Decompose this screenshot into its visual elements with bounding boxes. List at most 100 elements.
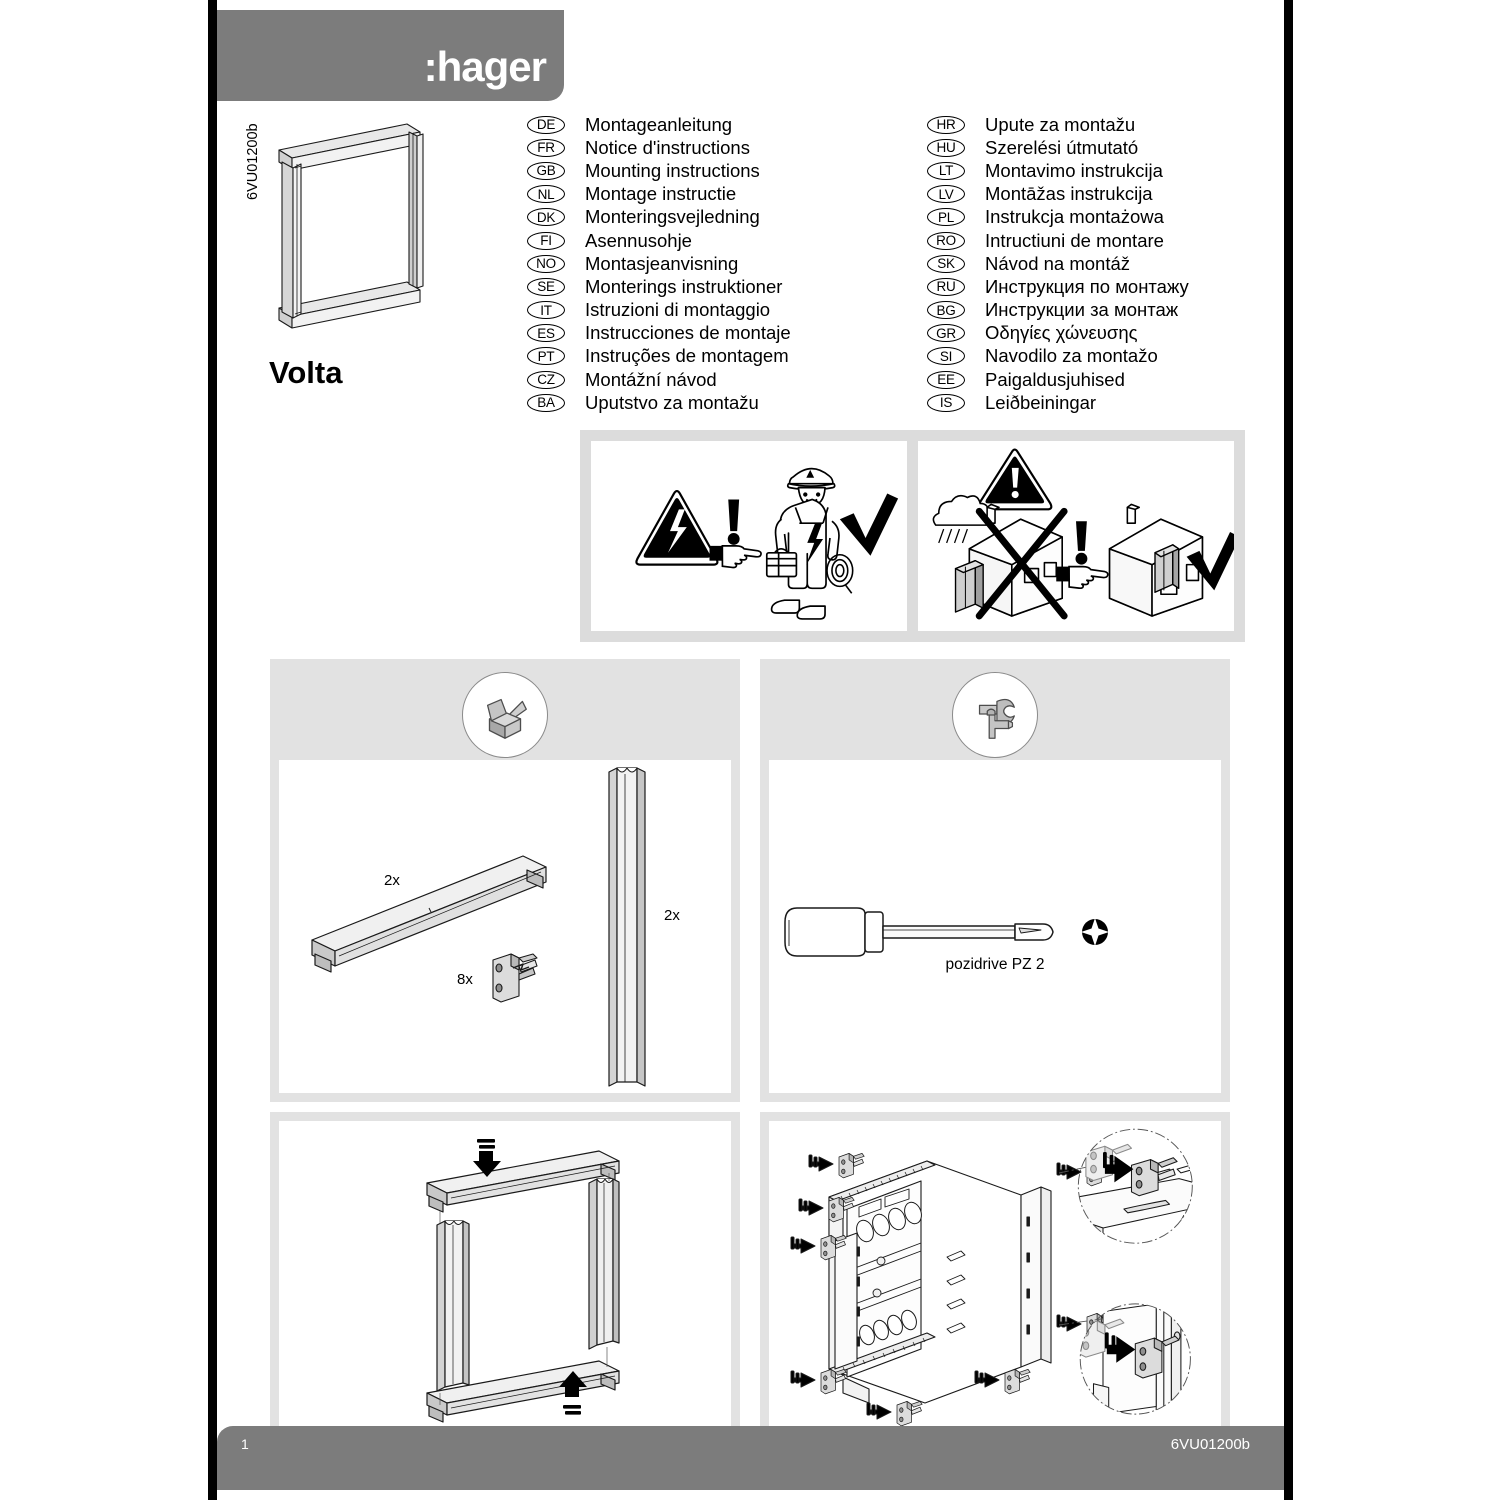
language-row: RO Intructiuni de montare (927, 229, 1189, 252)
electrician-figure-icon (765, 467, 854, 620)
pointing-hand-icon (709, 545, 762, 569)
language-label: Istruzioni di montaggio (585, 299, 771, 321)
language-row: DK Monteringsvejledning (527, 206, 791, 229)
language-code-badge: BG (927, 301, 965, 320)
insert-arrow (808, 1154, 834, 1172)
footer-band: 1 6VU01200b (217, 1426, 1284, 1490)
language-label: Upute za montažu (985, 113, 1136, 135)
bracket-clip (820, 1369, 847, 1395)
panel-body-assembly (279, 1121, 731, 1428)
language-code-badge: GB (527, 161, 565, 180)
language-code-badge: IS (927, 393, 965, 412)
language-row: RU Инструкция по монтажу (927, 275, 1189, 298)
panel-body-installation (769, 1121, 1221, 1428)
language-label: Návod na montáž (985, 252, 1131, 274)
panel-body-tools: pozidrive PZ 2 (769, 760, 1221, 1093)
warning-triangle-icon (977, 448, 1053, 511)
language-row: HR Upute za montažu (927, 113, 1189, 136)
tool-label: pozidrive PZ 2 (945, 956, 1045, 973)
mounting-bracket-part (492, 953, 538, 1003)
language-code-badge: SI (927, 347, 965, 366)
language-row: HU Szerelési útmutató (927, 136, 1189, 159)
language-row: BG Инструкции за монтаж (927, 299, 1189, 322)
language-row: LT Montavimo instrukcija (927, 159, 1189, 182)
screwdriver-tool (784, 907, 1054, 957)
language-label: Uputstvo za montažu (585, 391, 759, 413)
open-box-icon (462, 672, 548, 758)
panel-header-parts (279, 668, 731, 760)
safety-notice-section (580, 430, 1245, 642)
language-code-badge: RU (927, 277, 965, 296)
language-row: ES Instrucciones de montaje (527, 322, 791, 345)
language-code-badge: LT (927, 161, 965, 180)
panel-bracket-installation (760, 1112, 1230, 1437)
language-label: Szerelési útmutató (985, 136, 1139, 158)
language-code-badge: DK (527, 208, 565, 227)
insert-arrow (974, 1370, 1000, 1388)
checkmark-icon (839, 493, 899, 556)
language-list-right: HR Upute za montažu HU Szerelési útmutat… (927, 113, 1189, 414)
pozidrive-cross-head-icon (1081, 918, 1109, 946)
safety-panel-electrician (591, 441, 907, 631)
assembly-arrow-down (473, 1139, 501, 1177)
rain-cloud-icon (932, 494, 993, 544)
language-row: PT Instruções de montagem (527, 345, 791, 368)
language-code-badge: EE (927, 370, 965, 389)
page-border (208, 0, 1293, 1500)
language-label: Οδηγίες χώνευσης (985, 322, 1138, 344)
exclamation-icon (1075, 521, 1088, 565)
language-label: Инструкции за монтаж (985, 299, 1179, 321)
language-label: Navodilo za montažo (985, 345, 1158, 367)
language-row: GR Οδηγίες χώνευσης (927, 322, 1189, 345)
brand-header-band: :hager (217, 10, 564, 101)
insert-arrow (790, 1370, 816, 1388)
language-code-badge: GR (927, 324, 965, 343)
bracket-clip (828, 1197, 855, 1223)
wrench-hammer-icon (952, 672, 1038, 758)
language-row: LV Montāžas instrukcija (927, 183, 1189, 206)
bracket-clip (838, 1153, 865, 1179)
panel-header-tools (769, 668, 1221, 760)
high-voltage-triangle-icon (635, 490, 719, 566)
language-code-badge: IT (527, 301, 565, 320)
language-code-badge: NO (527, 254, 565, 273)
language-row: IS Leiðbeiningar (927, 391, 1189, 414)
panel-package-contents: 2x 2x (270, 659, 740, 1102)
bracket-insert-detail-top (1077, 1128, 1193, 1244)
language-label: Montage instructie (585, 183, 737, 205)
vertical-profile-part (608, 767, 646, 1087)
page-content: :hager 6VU01200b (217, 0, 1284, 1500)
language-code-badge: SE (527, 277, 565, 296)
language-label: Instrukcja montażowa (985, 206, 1164, 228)
language-list-left: DE Montageanleitung FR Notice d'instruct… (527, 113, 791, 414)
footer-document-code: 6VU01200b (1170, 1436, 1250, 1453)
page-title: Volta (269, 355, 343, 390)
language-row: BA Uputstvo za montažu (527, 391, 791, 414)
language-label: Montasjeanvisning (585, 252, 739, 274)
horizontal-rail-part (311, 855, 547, 973)
qty-profile: 2x (664, 907, 680, 924)
insert-arrow (1056, 1162, 1082, 1180)
language-label: Инструкция по монтажу (985, 275, 1189, 297)
enclosure-cabinet-illustration (828, 1160, 1052, 1404)
bracket-clip (896, 1401, 923, 1427)
language-label: Montageanleitung (585, 113, 733, 135)
cross-out-icon (975, 507, 1068, 620)
insert-arrow (798, 1198, 824, 1216)
product-illustration (257, 112, 447, 347)
language-row: SK Návod na montáž (927, 252, 1189, 275)
house-indoor-icon (1108, 503, 1204, 617)
language-code-badge: RO (927, 231, 965, 250)
language-label: Montāžas instrukcija (985, 183, 1153, 205)
language-row: IT Istruzioni di montaggio (527, 299, 791, 322)
language-row: GB Mounting instructions (527, 159, 791, 182)
language-code-badge: HU (927, 138, 965, 157)
language-code-badge: DE (527, 115, 565, 134)
language-label: Leiðbeiningar (985, 391, 1097, 413)
language-row: FR Notice d'instructions (527, 136, 791, 159)
language-code-badge: CZ (527, 370, 565, 389)
language-label: Notice d'instructions (585, 136, 750, 158)
language-code-badge: PT (527, 347, 565, 366)
language-code-badge: FI (527, 231, 565, 250)
language-label: Monterings instruktioner (585, 275, 783, 297)
